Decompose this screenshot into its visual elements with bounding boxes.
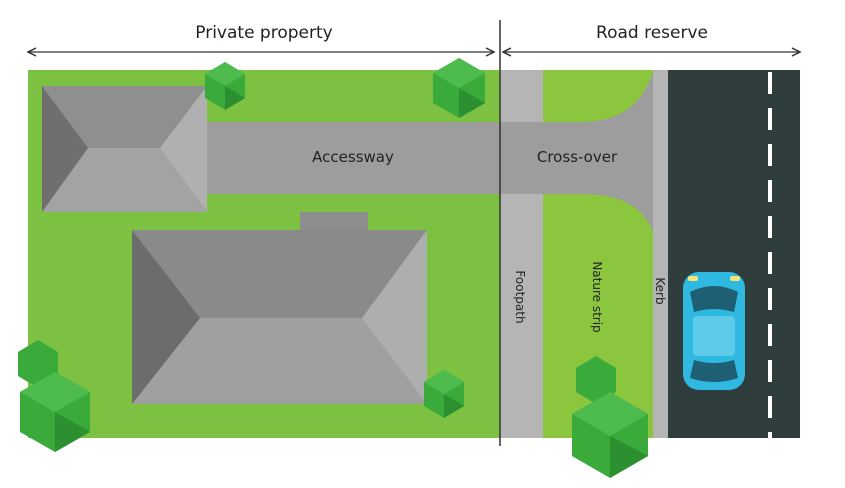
road-reserve-header: Road reserve — [503, 23, 800, 52]
road-reserve-label: Road reserve — [596, 23, 708, 43]
accessway — [205, 122, 505, 194]
tree-near-house — [424, 370, 464, 418]
tree-nature-strip — [572, 356, 648, 478]
crossover-label: Cross-over — [537, 148, 618, 166]
private-property-header: Private property — [28, 23, 494, 52]
tree-top-right — [433, 58, 485, 118]
tree-top-left — [205, 62, 245, 110]
house-roof-large — [132, 230, 427, 404]
shed — [300, 212, 368, 232]
kerb — [653, 70, 668, 438]
accessway-label: Accessway — [312, 148, 394, 166]
tree-bottom-left — [18, 340, 90, 452]
car-icon — [683, 272, 745, 390]
nature-strip-label: Nature strip — [590, 261, 604, 332]
house-roof-small — [42, 86, 207, 212]
cross-over — [500, 72, 653, 232]
footpath-label: Footpath — [513, 270, 527, 323]
private-property-label: Private property — [195, 23, 332, 43]
kerb-label: Kerb — [653, 277, 667, 304]
